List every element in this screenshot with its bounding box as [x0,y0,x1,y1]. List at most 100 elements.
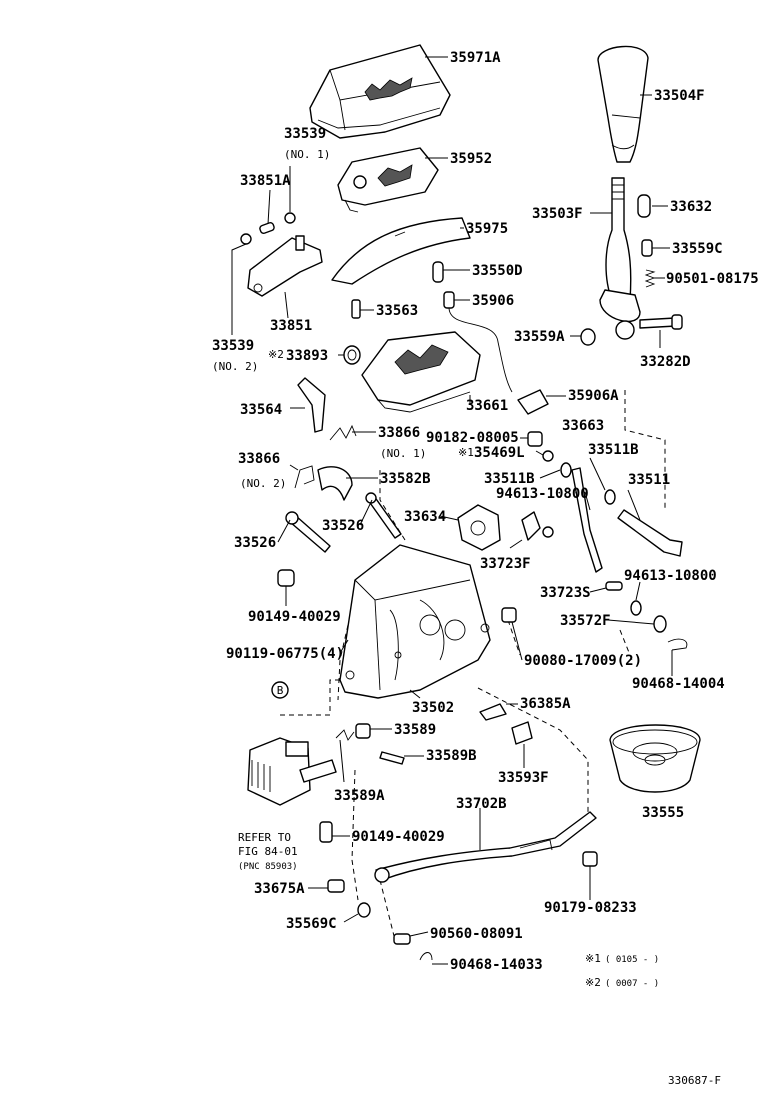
part-33589A-spring [335,729,355,741]
part-90149-nut-a [277,569,295,587]
part-33559C-collar [641,239,653,257]
label-90468-14004: 90468-14004 [632,676,725,692]
label-33723S: 33723S [540,585,591,601]
label-33502: 33502 [412,700,454,716]
label-90080-17009: 90080-17009(2) [524,653,642,669]
legend-1-mark: ※1 [585,952,601,965]
part-solenoid-bracket [247,737,337,806]
part-33539-no1 [284,212,296,224]
legend: ※1 ( 0105 - ) ※2 ( 0007 - ) [585,952,659,989]
label-33504F: 33504F [654,88,705,104]
label-33893-mark: ※2 [268,348,284,361]
label-33526-b: 33526 [234,535,276,551]
part-33723F-collar [521,511,554,541]
label-90501-08175: 90501-08175 [666,271,759,287]
label-33589A: 33589A [334,788,385,804]
part-90182-bolt [527,431,543,447]
label-33582B: 33582B [380,471,431,487]
label-35975: 35975 [466,221,508,237]
label-33563: 33563 [376,303,418,319]
label-33589B: 33589B [426,748,477,764]
label-35952: 35952 [450,151,492,167]
label-90149-40029-a: 90149-40029 [248,609,341,625]
part-33563-clip [351,299,361,319]
part-33503F-lever [599,177,641,340]
part-90468-14033-clip [419,952,433,961]
label-36385A: 36385A [520,696,571,712]
label-33589: 33589 [394,722,436,738]
part-33589-bushing [355,723,371,739]
label-33661: 33661 [466,398,508,414]
label-90149-40029-b: 90149-40029 [352,829,445,845]
label-33555: 33555 [642,805,684,821]
part-33564-bracket [297,377,326,433]
part-90179-nut [582,851,598,867]
label-33866-no1-sub: (NO. 1) [380,447,426,460]
legend-1-text: ( 0105 - ) [605,955,659,965]
part-33663-link [571,467,603,573]
label-33539-no1: 33539 [284,126,326,142]
label-33559C: 33559C [672,241,723,257]
part-33675A-bolt [327,879,345,893]
part-33511-shaft [617,509,683,557]
label-33675A: 33675A [254,881,305,897]
part-33526-pin-a [365,492,402,539]
part-33559A-collar [580,328,596,346]
label-94613-10800-a: 94613-10800 [496,486,589,502]
label-33632: 33632 [670,199,712,215]
label-33526-a: 33526 [322,518,364,534]
legend-2-mark: ※2 [585,976,601,989]
label-33559A: 33559A [514,329,565,345]
label-33851A: 33851A [240,173,291,189]
part-labels: 35971A 33504F 33539 (NO. 1) 35952 33851A… [212,50,759,973]
label-90468-14033: 90468-14033 [450,957,543,973]
part-90560-spacer [393,933,411,945]
label-33723F: 33723F [480,556,531,572]
part-90080-nut [501,607,517,623]
part-35569C-clip [357,902,371,918]
part-35975-slide [331,217,471,285]
part-33582B-detent [317,466,353,501]
label-94613-10800-b: 94613-10800 [624,568,717,584]
label-33893: 33893 [286,348,328,364]
part-33632-pin [637,194,651,218]
label-33539-no2: 33539 [212,338,254,354]
part-33851A-pin [259,221,275,235]
legend-2-text: ( 0007 - ) [605,979,659,989]
label-33539-no2-sub: (NO. 2) [212,360,258,373]
part-33572F-washer [653,615,667,633]
part-33504F-knob [597,45,649,163]
part-33550D-bulb [432,261,444,283]
label-33572F: 33572F [560,613,611,629]
figure-number: 330687-F [668,1074,721,1087]
circle-b-marker: B [271,681,289,699]
part-35469L-washer [542,450,554,462]
part-33282D-bolt [639,314,683,330]
part-94613-washer [630,600,642,616]
part-36385A-pin [479,703,507,721]
label-33866-no1: 33866 [378,425,420,441]
part-33511B-washer-right [604,489,616,505]
part-33589B-pin [379,751,405,765]
label-refer-line1: REFER TO [238,831,291,844]
part-35906A-socket [517,389,549,415]
label-90179-08233: 90179-08233 [544,900,637,916]
part-33661-cover [361,331,481,413]
label-33511: 33511 [628,472,670,488]
label-33282D: 33282D [640,354,691,370]
label-90182-08005: 90182-08005 [426,430,519,446]
label-33634: 33634 [404,509,446,525]
label-33866-no2: 33866 [238,451,280,467]
label-33702B: 33702B [456,796,507,812]
part-33511B-washer-left [560,462,572,478]
label-33511B-right: 33511B [588,442,639,458]
part-33893-grommet [343,345,361,365]
label-33663: 33663 [562,418,604,434]
label-33503F: 33503F [532,206,583,222]
label-refer-line2: FIG 84-01 [238,845,298,858]
part-33866-spring-no1 [329,424,357,441]
label-90119-06775: 90119-06775(4) [226,646,344,662]
label-35469L: 35469L [474,445,525,461]
part-33502-base [339,544,491,699]
